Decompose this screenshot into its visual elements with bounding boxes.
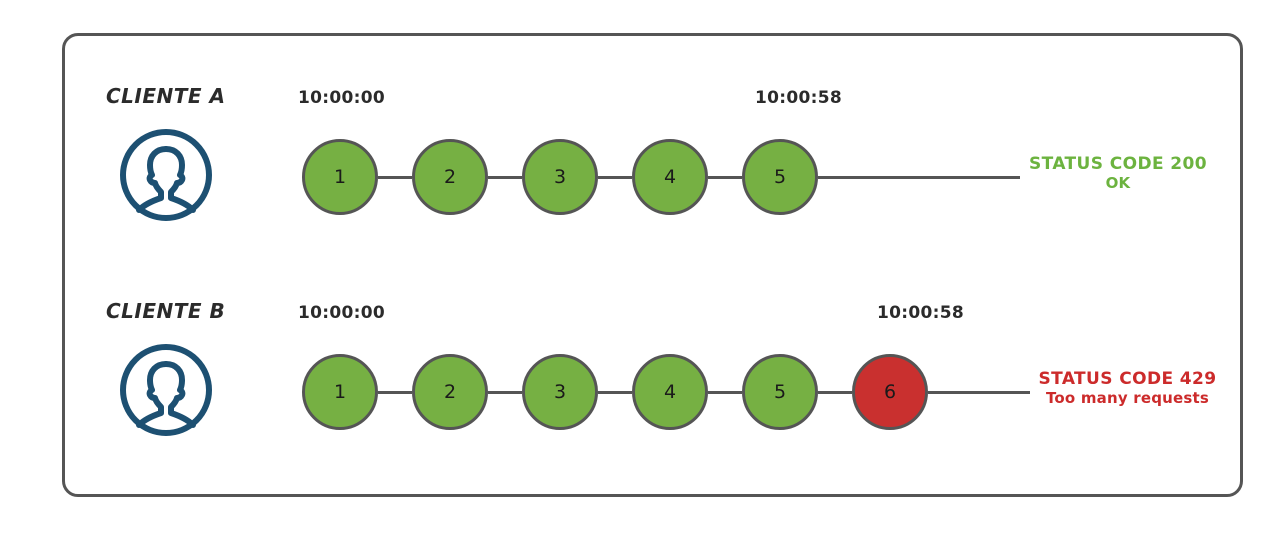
status-connector-line bbox=[928, 391, 1030, 394]
client-label-a: CLIENTE A bbox=[106, 84, 226, 108]
connector-line bbox=[598, 176, 632, 179]
request-node: 1 bbox=[302, 139, 378, 215]
status-badge-a: STATUS CODE 200 OK bbox=[1028, 154, 1208, 192]
status-connector-line bbox=[818, 176, 1020, 179]
timestamp-end-a: 10:00:58 bbox=[755, 88, 842, 108]
timestamp-end-b: 10:00:58 bbox=[877, 303, 964, 323]
status-badge-b: STATUS CODE 429 Too many requests bbox=[1030, 369, 1225, 407]
status-code-a: STATUS CODE 200 bbox=[1029, 154, 1207, 174]
connector-line bbox=[818, 391, 852, 394]
request-node: 3 bbox=[522, 139, 598, 215]
status-detail-b: Too many requests bbox=[1045, 388, 1210, 407]
request-node: 3 bbox=[522, 354, 598, 430]
user-avatar-icon bbox=[118, 342, 214, 438]
connector-line bbox=[488, 391, 522, 394]
timestamp-start-b: 10:00:00 bbox=[298, 303, 385, 323]
user-avatar-icon bbox=[118, 127, 214, 223]
connector-line bbox=[708, 391, 742, 394]
connector-line bbox=[598, 391, 632, 394]
connector-line bbox=[378, 391, 412, 394]
timestamp-start-a: 10:00:00 bbox=[298, 88, 385, 108]
connector-line bbox=[708, 176, 742, 179]
client-label-b: CLIENTE B bbox=[106, 299, 226, 323]
request-node: 2 bbox=[412, 354, 488, 430]
request-node: 5 bbox=[742, 354, 818, 430]
request-node: 1 bbox=[302, 354, 378, 430]
request-node: 2 bbox=[412, 139, 488, 215]
status-code-b: STATUS CODE 429 bbox=[1038, 369, 1217, 389]
request-node: 4 bbox=[632, 139, 708, 215]
connector-line bbox=[378, 176, 412, 179]
request-node: 6 bbox=[852, 354, 928, 430]
request-node: 5 bbox=[742, 139, 818, 215]
connector-line bbox=[488, 176, 522, 179]
request-node: 4 bbox=[632, 354, 708, 430]
status-detail-a: OK bbox=[1105, 173, 1131, 192]
